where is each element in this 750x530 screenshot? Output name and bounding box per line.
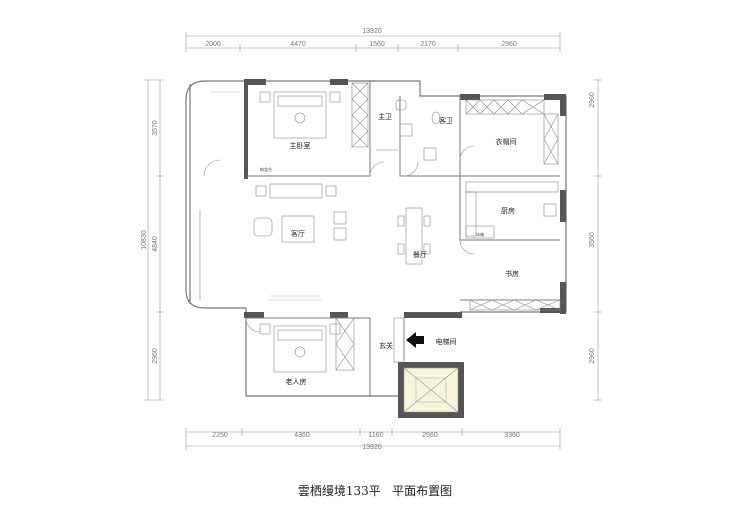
label-cloakroom: 衣帽间 [496, 137, 517, 146]
top-dim-2: 4470 [290, 41, 306, 48]
bottom-total-dimension: 13920 [362, 444, 382, 451]
label-fridge: 冰箱 [476, 231, 484, 237]
elder-bed [259, 323, 341, 373]
interior-walls [246, 81, 560, 396]
left-dim-2: 4840 [152, 236, 159, 252]
elevator-shaft [403, 367, 459, 413]
top-dim-5: 2960 [501, 41, 517, 48]
entrance-arrow-icon [406, 332, 424, 348]
left-dim-3: 2960 [152, 348, 159, 364]
living-furniture [199, 183, 347, 300]
left-dimension-lines [144, 79, 164, 401]
outer-walls [185, 80, 567, 397]
label-living-room: 客厅 [291, 229, 305, 238]
left-total-dimension: 10830 [141, 230, 148, 250]
drawing-caption: 雲栖缦境133平 平面布置图 [0, 482, 750, 499]
bottom-dim-2: 4360 [294, 432, 310, 439]
top-total-dimension: 13920 [362, 28, 382, 35]
right-dim-2: 3560 [589, 232, 596, 248]
label-elevator: 电梯间 [436, 337, 457, 346]
door-swings [203, 145, 475, 333]
balcony-lines [210, 91, 322, 301]
label-guest-bath: 客卫 [439, 116, 453, 125]
bottom-dim-4: 2660 [422, 432, 438, 439]
wall-posts [244, 79, 566, 418]
label-dining-room: 餐厅 [413, 250, 427, 259]
top-dim-4: 2170 [420, 41, 436, 48]
label-master-bath: 主卫 [378, 112, 392, 121]
project-title: 雲栖缦境133平 [297, 484, 381, 498]
bottom-dimension-lines [185, 428, 561, 450]
top-dimension-lines [185, 32, 561, 52]
label-kitchen: 厨房 [501, 206, 515, 215]
top-dim-1: 2000 [205, 41, 221, 48]
right-dim-1: 2960 [589, 92, 596, 108]
left-dim-1: 3570 [152, 120, 159, 136]
kitchen-counter [465, 181, 559, 239]
right-dim-3: 2960 [589, 348, 596, 364]
wardrobes [335, 82, 561, 371]
label-elder-room: 老人房 [286, 377, 307, 386]
label-master-bedroom: 主卧室 [290, 141, 311, 150]
label-dresser: 梳妆台 [260, 166, 272, 172]
bottom-dim-1: 2250 [212, 432, 228, 439]
drawing-subtitle: 平面布置图 [392, 484, 453, 498]
label-study: 书房 [505, 269, 519, 278]
bottom-dim-3: 1160 [368, 432, 383, 439]
dining-table [397, 207, 431, 265]
bath-fixtures [376, 99, 441, 161]
top-dim-3: 1560 [369, 41, 385, 48]
right-dimension-lines [594, 79, 602, 401]
master-bed [259, 91, 341, 139]
label-entrance: 玄关 [379, 341, 393, 350]
bottom-dim-5: 3360 [504, 432, 520, 439]
